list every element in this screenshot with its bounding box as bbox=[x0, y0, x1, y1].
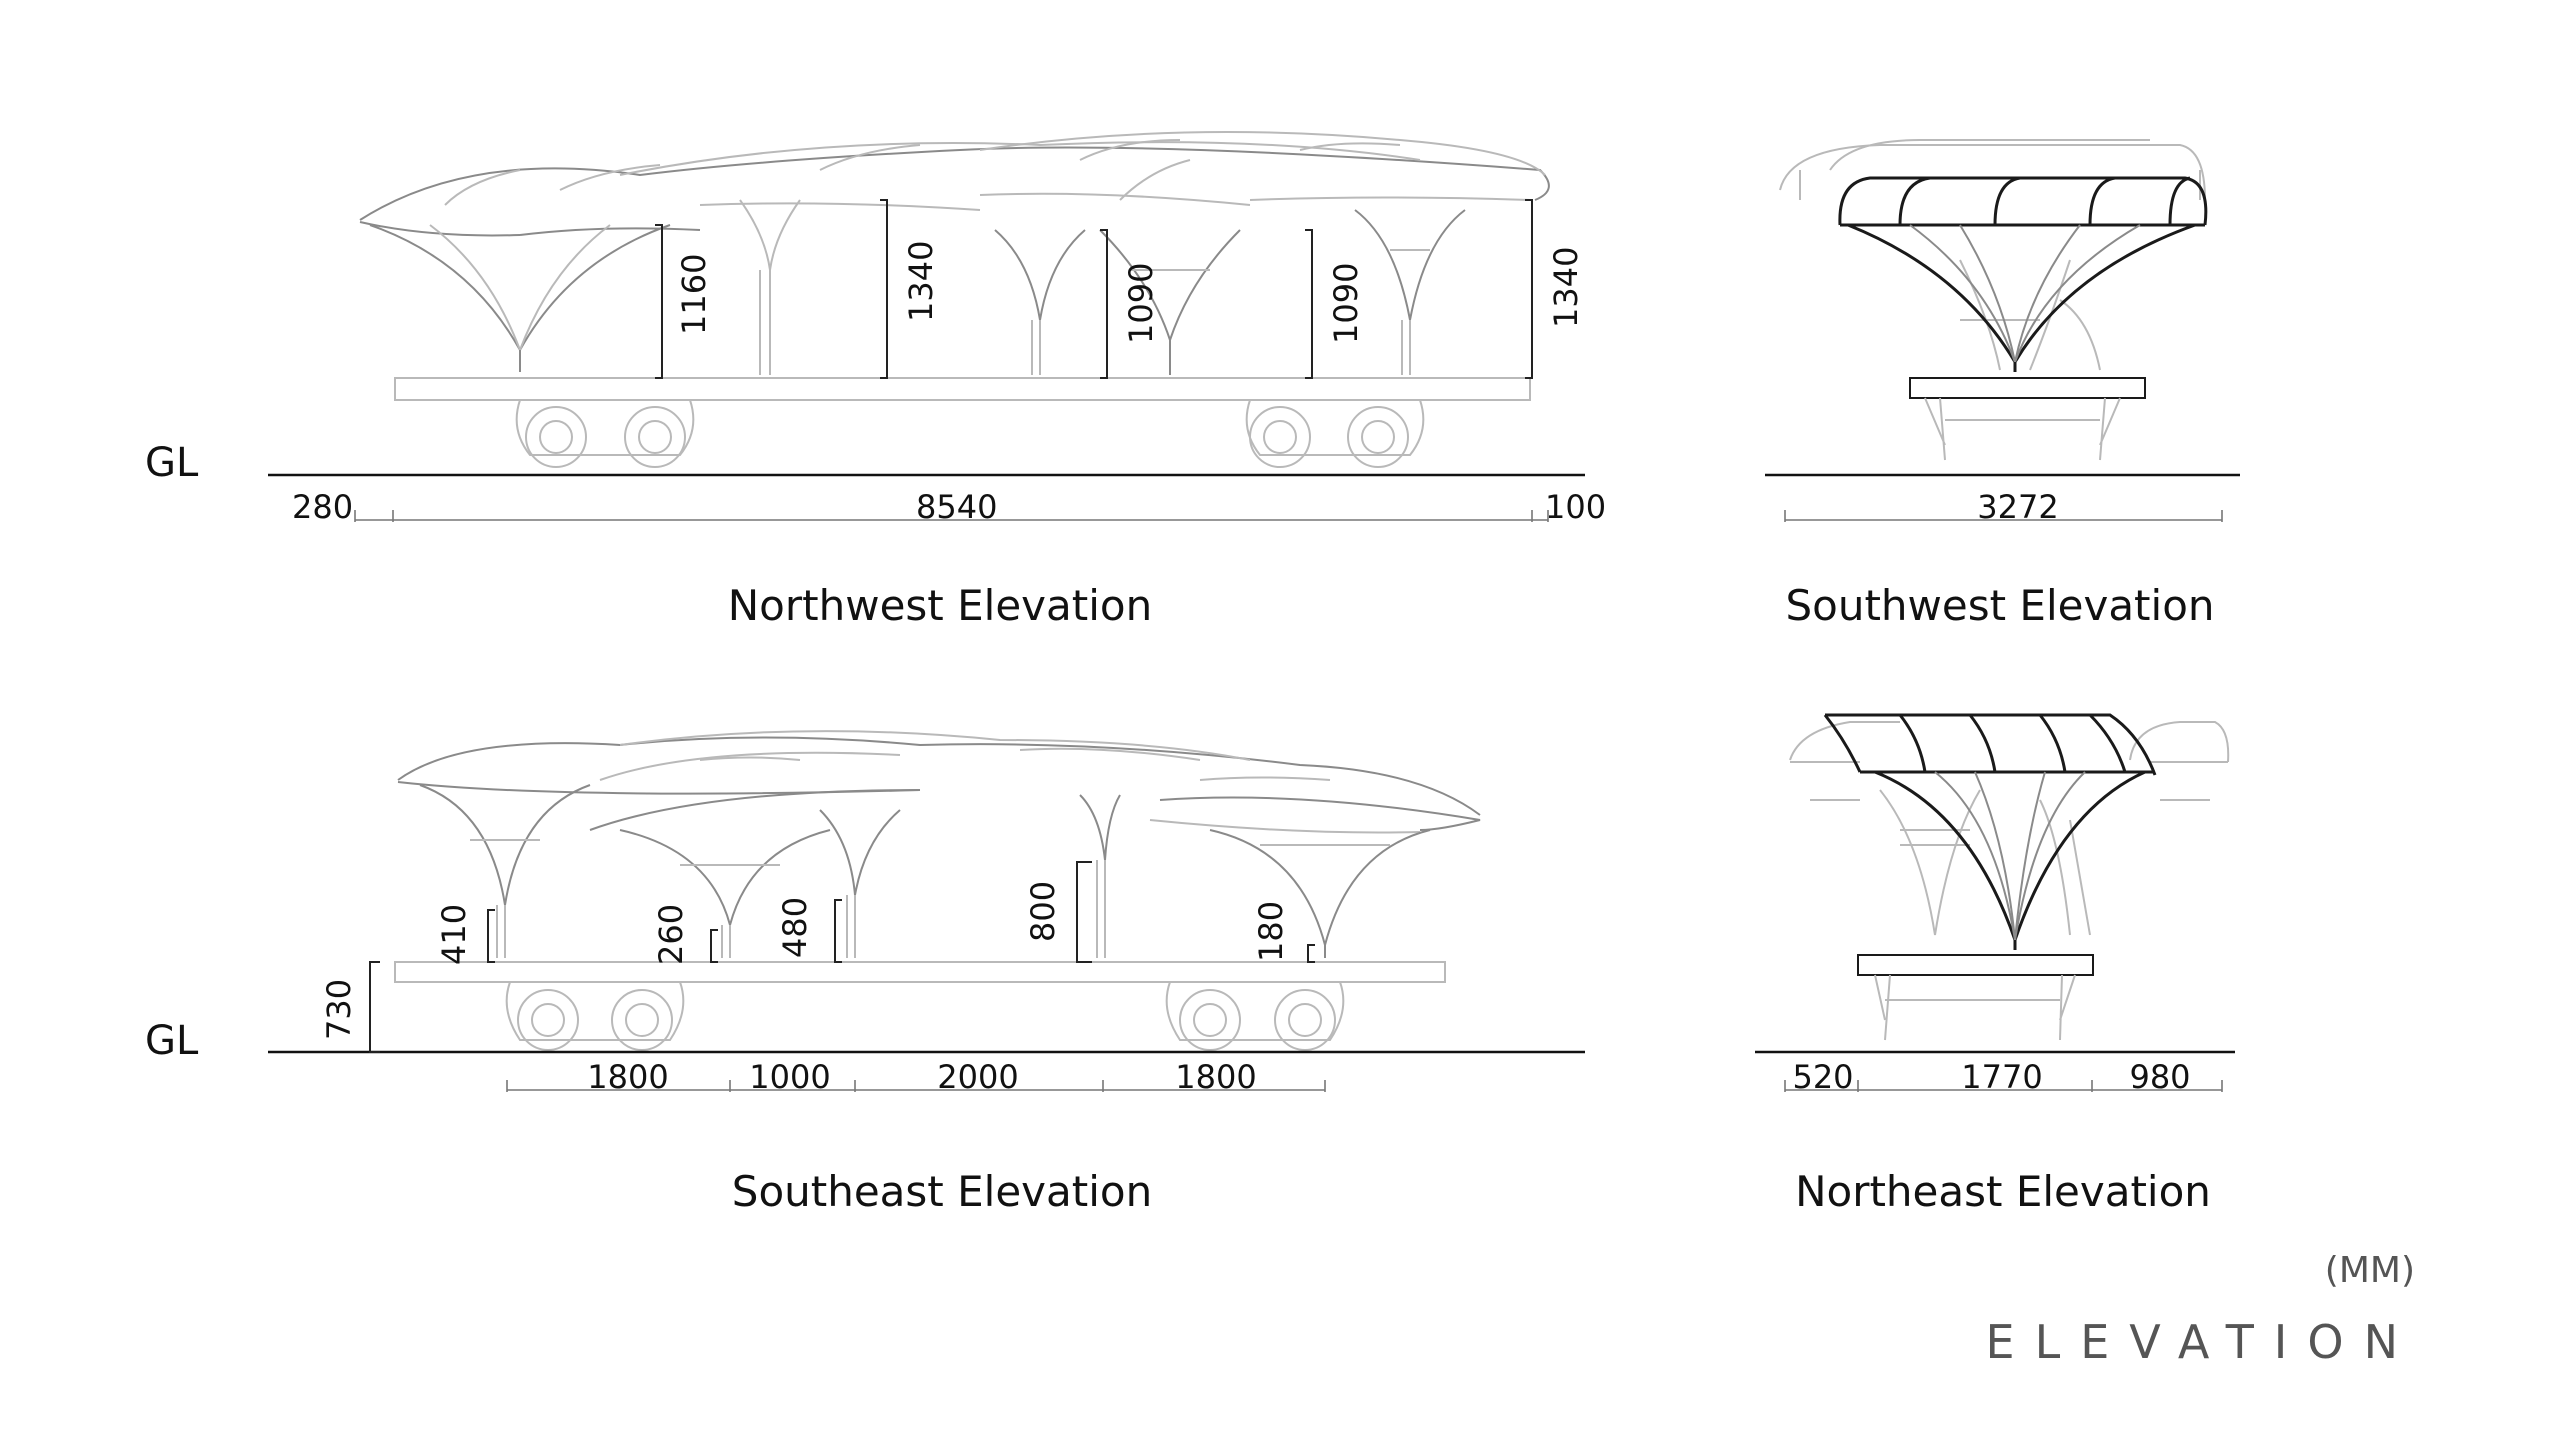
southeast-height-deck: 730 bbox=[320, 979, 358, 1040]
northwest-elevation: GL 1160 1340 1090 1090 1340 280 8540 100… bbox=[145, 131, 1606, 630]
northwest-cart bbox=[394, 377, 1531, 468]
southeast-elevation: GL 410 260 480 800 180 730 1800 1000 200… bbox=[145, 730, 1585, 1216]
units-label: (MM) bbox=[2325, 1250, 2415, 1291]
southeast-columns bbox=[419, 784, 1431, 958]
northwest-height-3: 1090 bbox=[1122, 263, 1160, 344]
northwest-canopies bbox=[359, 131, 1550, 237]
northwest-ground-label: GL bbox=[145, 440, 199, 486]
southeast-height-3: 480 bbox=[776, 897, 814, 958]
southeast-ground-label: GL bbox=[145, 1018, 199, 1064]
northeast-elevation: 520 1770 980 Northeast Elevation bbox=[1755, 713, 2235, 1216]
northwest-width-2: 8540 bbox=[916, 488, 997, 526]
southeast-height-5: 180 bbox=[1252, 901, 1290, 962]
southeast-width-3: 2000 bbox=[937, 1058, 1018, 1096]
southeast-width-2: 1000 bbox=[749, 1058, 830, 1096]
northeast-width-dimensions: 520 1770 980 bbox=[1784, 1058, 2223, 1096]
southwest-elevation: 3272 Southwest Elevation bbox=[1765, 139, 2240, 630]
southwest-background-canopies bbox=[1779, 139, 2206, 371]
southeast-height-dimensions: 410 260 480 800 180 730 bbox=[320, 861, 1315, 1053]
sheet-title: ELEVATION bbox=[1986, 1315, 2418, 1369]
southeast-height-4: 800 bbox=[1024, 881, 1062, 942]
northeast-elevation-title: Northeast Elevation bbox=[1795, 1167, 2211, 1216]
southeast-height-1: 410 bbox=[435, 904, 473, 965]
southwest-cart bbox=[1909, 377, 2146, 461]
northwest-width-3: 100 bbox=[1545, 488, 1606, 526]
southeast-elevation-title: Southeast Elevation bbox=[732, 1167, 1152, 1216]
northwest-elevation-title: Northwest Elevation bbox=[728, 581, 1152, 630]
northeast-width-1: 520 bbox=[1792, 1058, 1853, 1096]
southeast-width-4: 1800 bbox=[1175, 1058, 1256, 1096]
northeast-width-3: 980 bbox=[2129, 1058, 2190, 1096]
southwest-width-dimensions: 3272 bbox=[1784, 488, 2223, 526]
southeast-canopies bbox=[397, 730, 1481, 834]
southwest-canopy bbox=[1838, 176, 2208, 372]
northwest-columns bbox=[369, 199, 1466, 375]
northeast-background-canopies bbox=[1789, 721, 2230, 936]
southwest-width-1: 3272 bbox=[1977, 488, 2058, 526]
southeast-width-dimensions: 1800 1000 2000 1800 bbox=[506, 1058, 1326, 1096]
southeast-cart bbox=[394, 961, 1446, 1051]
northwest-width-dimensions: 280 8540 100 bbox=[292, 488, 1606, 526]
northeast-cart bbox=[1857, 954, 2094, 1041]
northwest-width-1: 280 bbox=[292, 488, 353, 526]
southeast-height-2: 260 bbox=[652, 904, 690, 965]
northwest-height-1: 1160 bbox=[675, 254, 713, 335]
northwest-height-dimensions: 1160 1340 1090 1090 1340 bbox=[655, 199, 1585, 379]
southwest-elevation-title: Southwest Elevation bbox=[1785, 581, 2214, 630]
northwest-height-2: 1340 bbox=[902, 241, 940, 322]
northwest-height-5: 1340 bbox=[1547, 247, 1585, 328]
northeast-width-2: 1770 bbox=[1961, 1058, 2042, 1096]
southeast-width-1: 1800 bbox=[587, 1058, 668, 1096]
northwest-height-4: 1090 bbox=[1327, 263, 1365, 344]
northeast-canopy bbox=[1823, 713, 2157, 950]
